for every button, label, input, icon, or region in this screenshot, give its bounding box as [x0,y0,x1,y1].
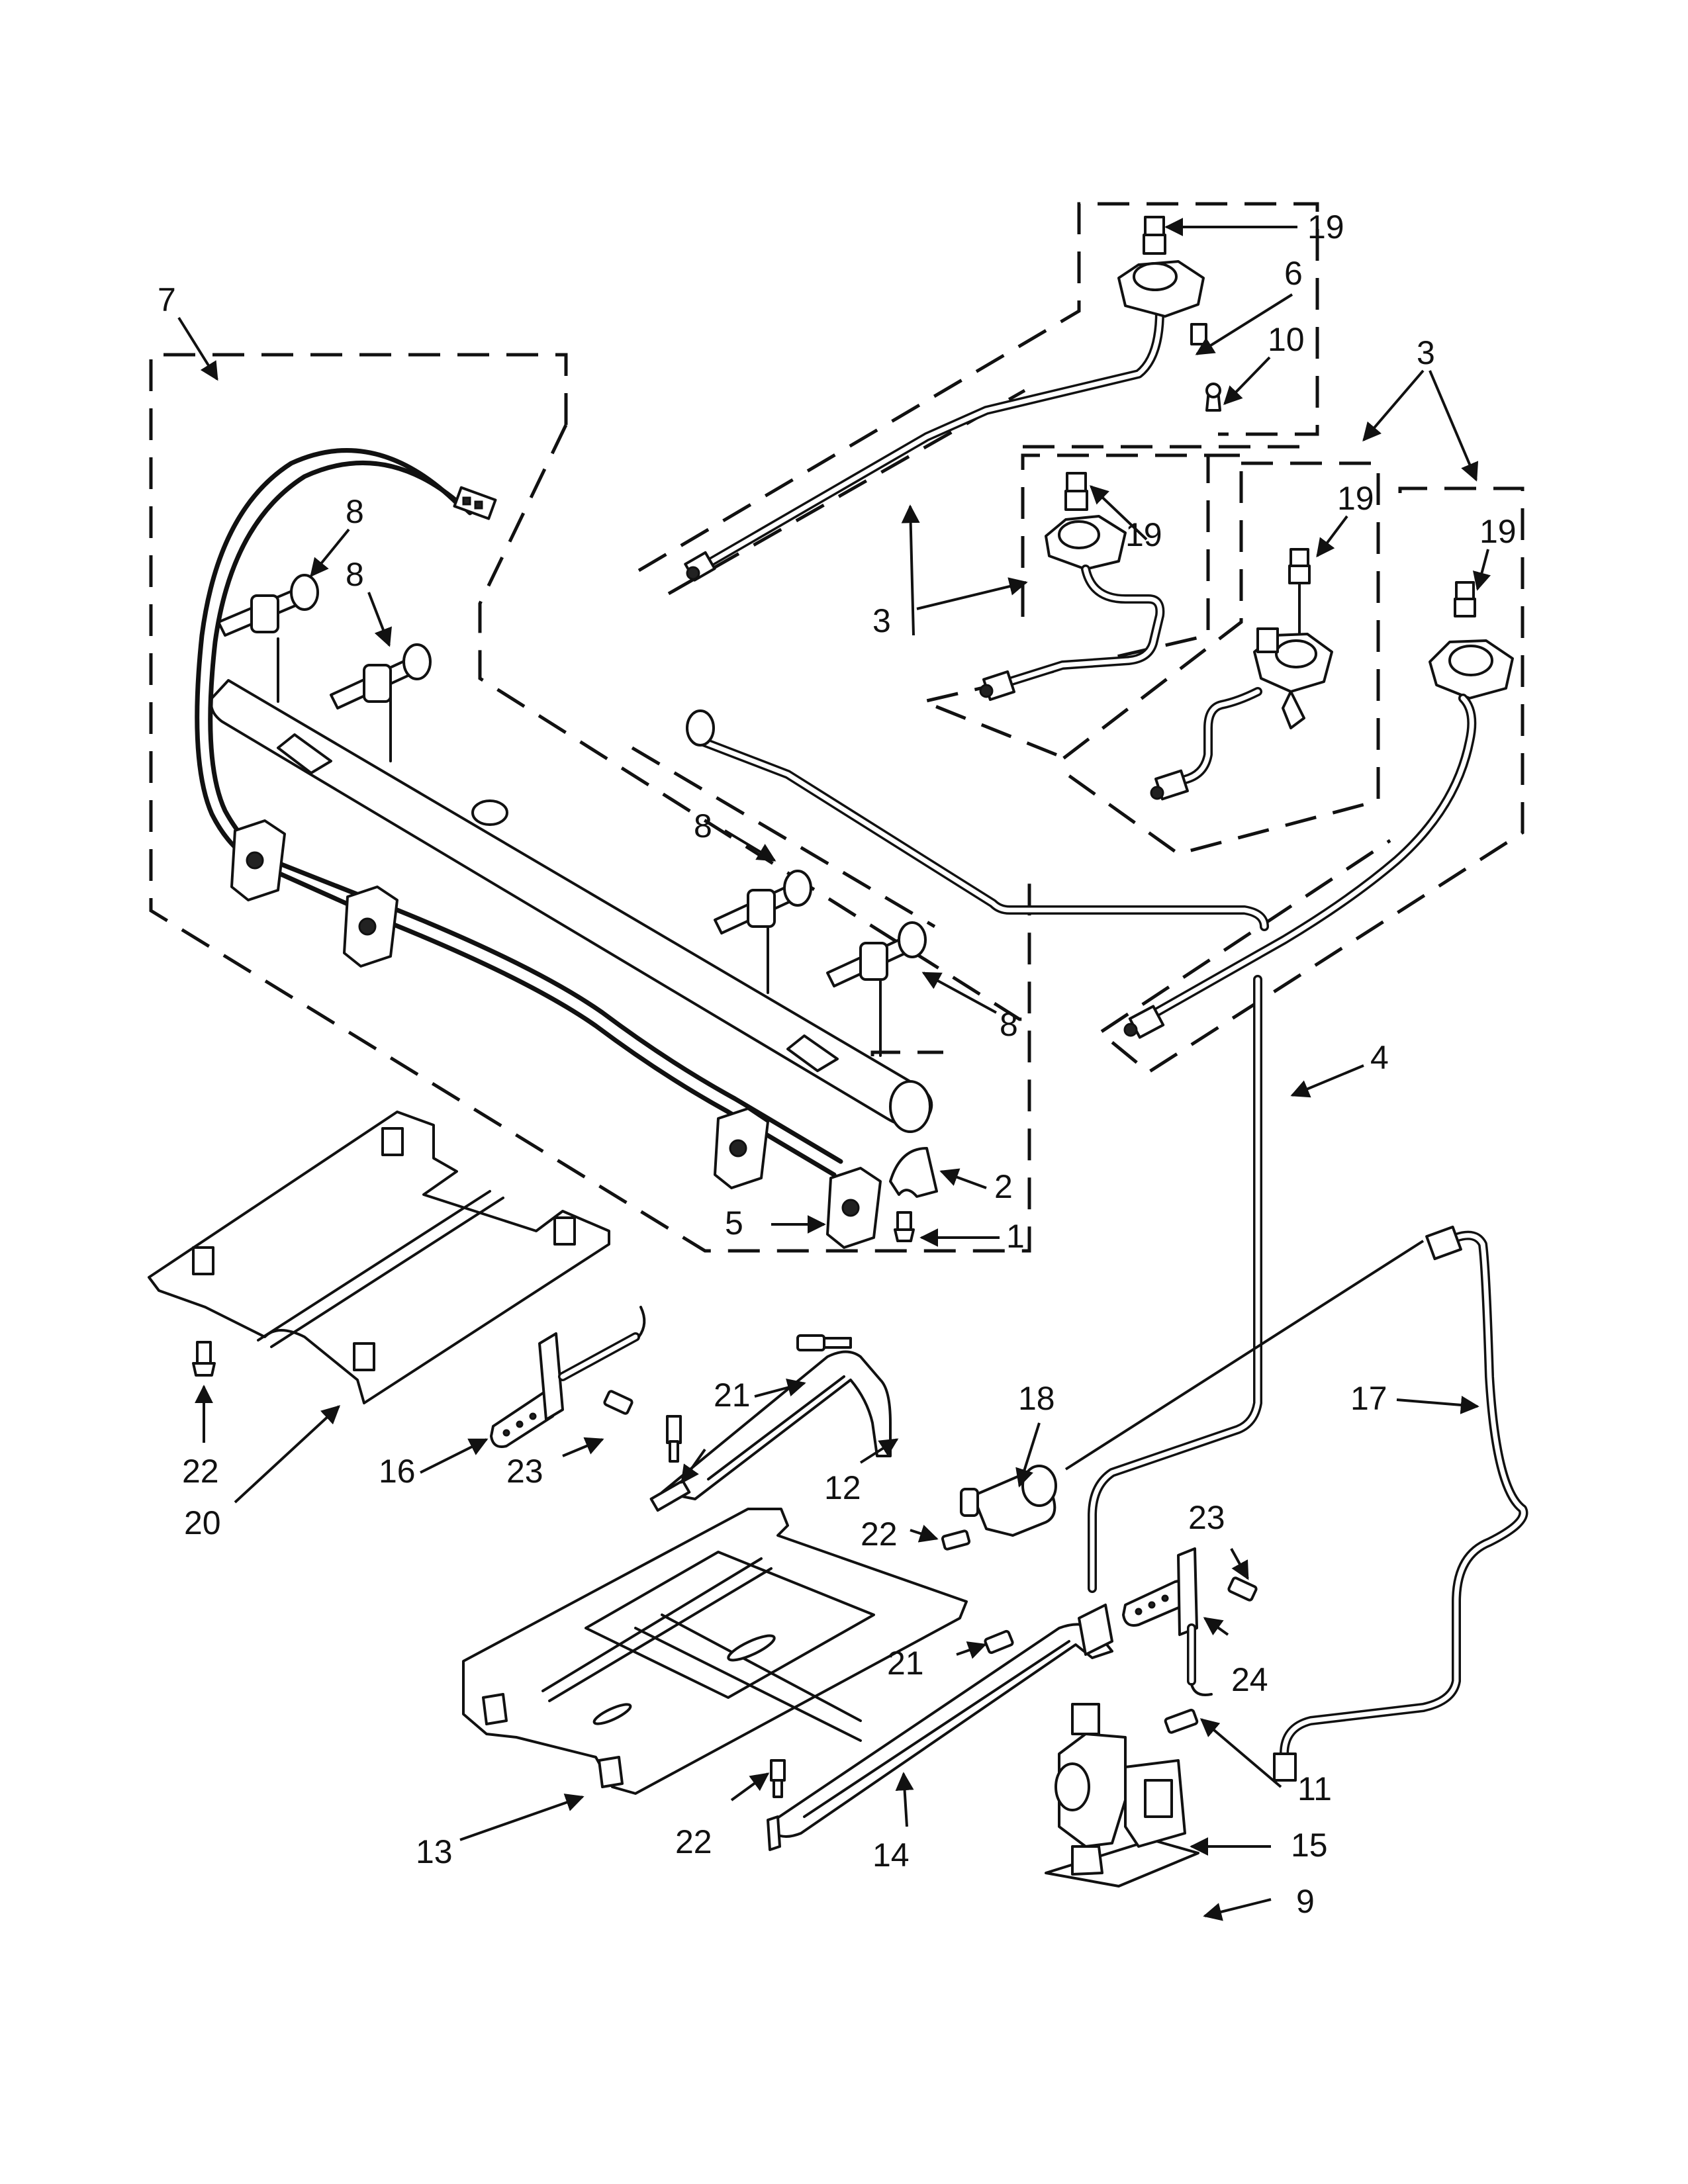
ignition-switch-3 [714,1107,769,1189]
upper-burner-base [148,1111,610,1404]
lower-igniter [1122,1547,1258,1696]
middle-valve-outline-right [1050,453,1243,769]
orifice-elbow [960,1465,1057,1537]
manifold-assembly-outline-inner [478,424,1029,1021]
tube-screw-21b [666,1415,682,1463]
gas-supply-tube [1273,1225,1528,1782]
callout-9: 9 [1296,1883,1315,1920]
callout-22: 22 [182,1453,219,1490]
callout-23: 23 [506,1453,543,1490]
igniter-screw-23b [1227,1576,1258,1602]
callout-5: 5 [725,1205,743,1242]
callout-19: 19 [1307,208,1344,246]
callout-4: 4 [1370,1039,1389,1076]
ignition-switch-1 [230,819,286,901]
igniter-screw-23a [603,1390,633,1415]
tube-screw-22b [941,1529,971,1551]
base-screw-22a [192,1341,216,1377]
lower-burner-tube [767,1529,1113,1851]
callout-15: 15 [1291,1827,1328,1864]
upper-burner-tube [649,1240,1425,1537]
upper-igniter [490,1306,646,1448]
callout-14: 14 [872,1837,910,1874]
tube-screw-22c [770,1759,786,1798]
callout-19: 19 [1125,516,1162,553]
tube-screw-21c [984,1629,1014,1655]
callout-12: 12 [824,1469,861,1506]
callout-19: 19 [1479,513,1517,550]
callout-17: 17 [1350,1380,1387,1417]
far-right-burner-valve [1123,581,1514,1039]
regulator-screw-11 [1164,1708,1199,1734]
burner-valve-1 [217,574,319,637]
top-burner-valve [684,216,1221,582]
callout-22: 22 [675,1823,712,1860]
callout-22: 22 [861,1516,898,1553]
callout-8: 8 [346,556,364,593]
callout-3: 3 [1417,334,1435,371]
manifold-screw [894,1211,915,1242]
leader-arrows [177,218,1491,1921]
burner-valve-3 [714,870,812,934]
callout-2: 2 [994,1168,1013,1205]
tube-screw-21a [796,1334,852,1351]
ignition-switch-4 [826,1167,882,1249]
burner-valve-2 [330,643,432,709]
assembly-outlines [149,202,1524,1253]
callout-23: 23 [1188,1499,1225,1536]
burner-valve-4 [826,921,927,987]
middle-valve-outline [917,453,1210,762]
callout-11: 11 [1297,1770,1332,1807]
middle-burner-valve [979,472,1165,702]
callout-6: 6 [1284,255,1303,292]
callout-24: 24 [1231,1661,1268,1698]
callout-13: 13 [416,1833,453,1870]
top-valve-outline [637,202,1319,572]
callout-7: 7 [158,281,176,318]
lower-burner-base [462,1508,968,1795]
pressure-regulator [1045,1703,1199,1888]
callout-19: 19 [1337,480,1374,517]
top-valve-outline-lower [667,388,1307,596]
callout-21: 21 [714,1377,751,1414]
callout-labels: 7 19 6 10 3 19 19 19 8 8 3 8 8 4 2 5 1 1… [158,208,1517,1920]
callout-21: 21 [887,1645,924,1682]
far-right-valve-outline [1097,486,1524,1075]
callout-18: 18 [1018,1380,1055,1417]
callout-8: 8 [694,807,712,844]
callout-1: 1 [1006,1218,1025,1255]
callout-16: 16 [379,1453,416,1490]
right-middle-burner-valve [1150,548,1333,801]
ignition-switch-2 [343,886,399,968]
callout-20: 20 [184,1504,221,1541]
manifold-clamp [889,1147,938,1198]
callout-10: 10 [1268,321,1305,358]
callout-8: 8 [1000,1006,1018,1043]
callout-8: 8 [346,493,364,530]
callout-3: 3 [872,602,891,639]
main-gas-tube [686,709,1269,1593]
manifold-assembly [195,448,938,1249]
